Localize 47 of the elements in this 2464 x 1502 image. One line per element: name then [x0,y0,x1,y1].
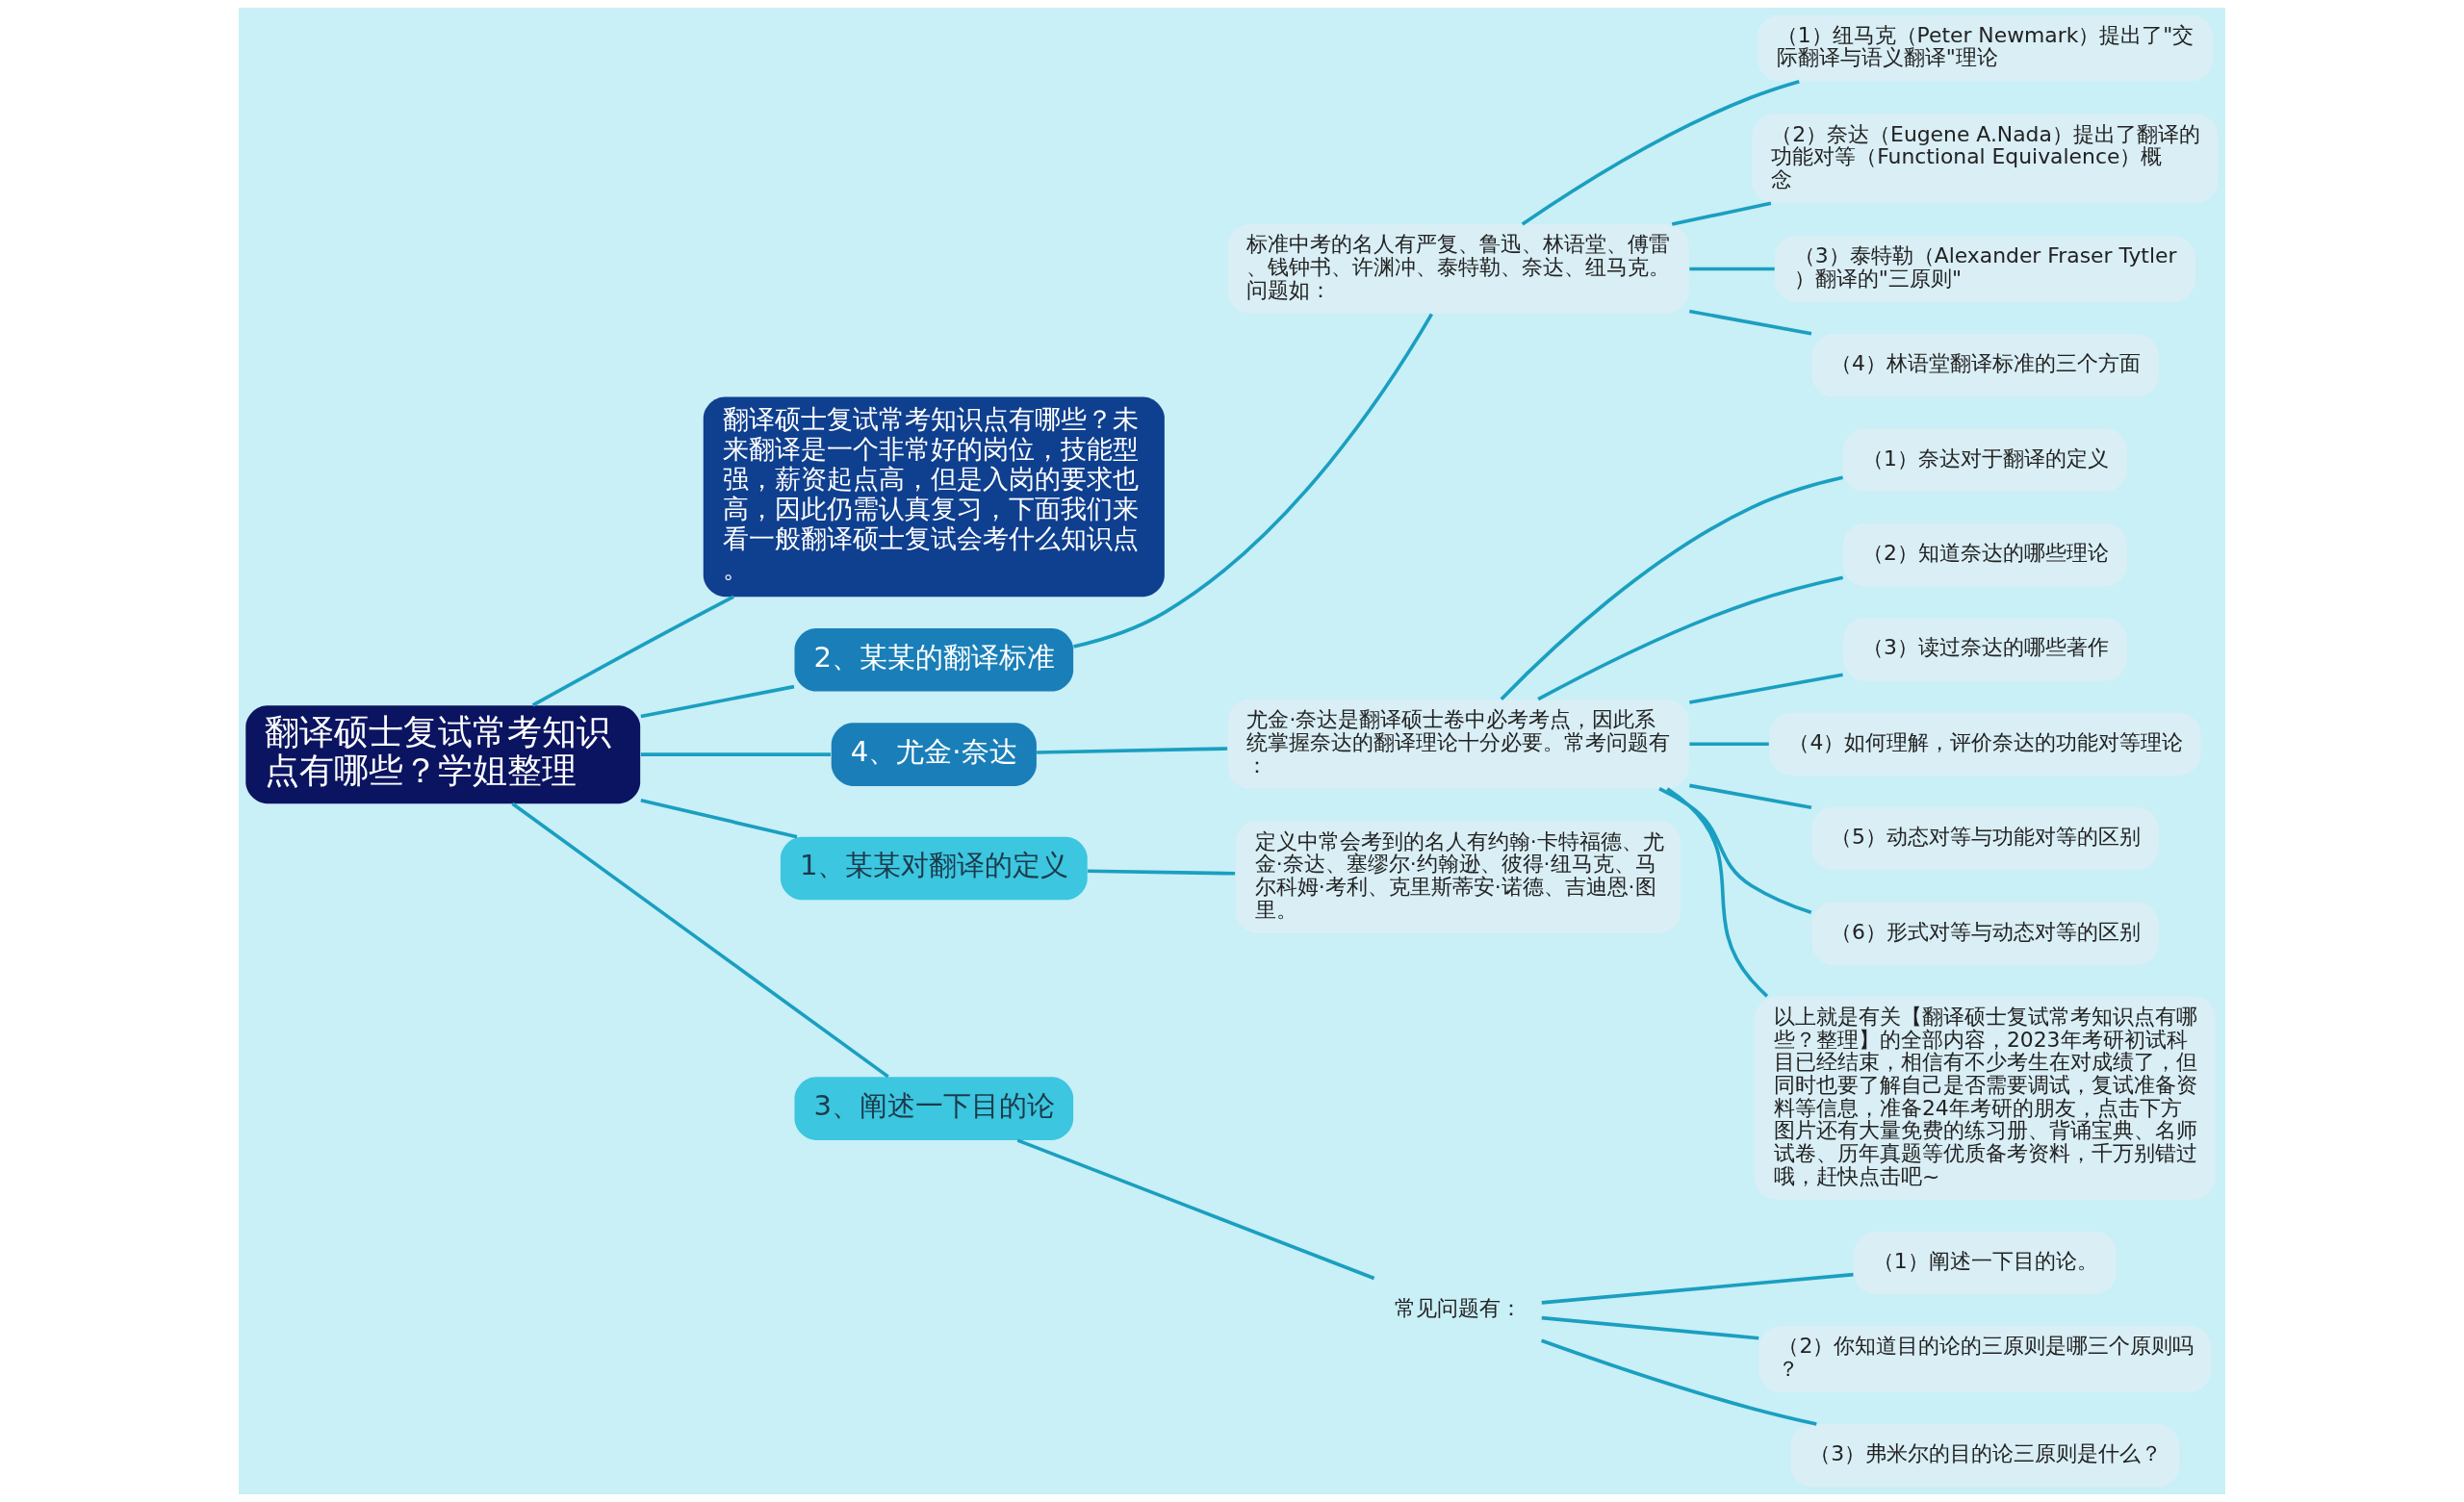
connector [1088,869,1236,876]
node-box: （6）形式对等与动态对等的区别 [1811,902,2159,965]
node-box: （3）弗米尔的目的论三原则是什么？ [1790,1424,2180,1488]
node-box: （1）奈达对于翻译的定义 [1842,428,2127,492]
connector [1689,742,1769,747]
node-box: 尤金·奈达是翻译硕士卷中必考考点，因此系统掌握奈达的翻译理论十分必要。常考问题有： [1227,699,1689,789]
connector [1541,1315,1759,1340]
connector [511,802,889,1079]
connector [1658,787,1812,914]
connector [640,799,798,839]
connector [1541,1272,1854,1305]
node-box: 3、阐述一下目的论 [794,1077,1074,1140]
connector [1500,475,1843,701]
node-box: 翻译硕士复试常考知识点有哪些？未来翻译是一个非常好的岗位，技能型强，薪资起点高，但是入岗的要求也高，因此仍需认真复习，下面我们来看一般翻译硕士复试会考什么知识点。 [703,396,1165,598]
connector [1689,783,1812,810]
node-box: （2）你知道目的论的三原则是哪三个原则吗？ [1758,1326,2212,1393]
node-box: （4）如何理解，评价奈达的功能对等理论 [1769,712,2201,776]
node-box: 标准中考的名人有严复、鲁迅、林语堂、傅雷、钱钟书、许渊冲、泰特勒、奈达、纽马克。问题如： [1227,224,1689,314]
connector [1541,1338,1817,1426]
connector [1016,1138,1375,1281]
node-box: 2、某某的翻译标准 [794,628,1074,692]
node-box: （1）纽马克（Peter Newmark）提出了"交际翻译与语义翻译"理论 [1757,14,2214,82]
connector [1521,79,1800,226]
node-box: 以上就是有关【翻译硕士复试常考知识点有哪些？整理】的全部内容，2023年考研初试科目已经结束，相信有不少考生在对成绩了，但同时也要了解自己是否需要调试，复试准备资料等信息，准备24年考研的朋友，点击下方图片还有大量免费的练习册、背诵宝典、名师试卷、历年真题等优质备考资料，千万别错过哦，赶快点击吧~ [1754,996,2216,1200]
node-box: （2）奈达（Eugene A.Nada）提出了翻译的功能对等（Functional Equivalence）概念 [1752,114,2219,204]
node-box: （3）泰特勒（Alexander Fraser Tytler）翻译的"三原则" [1774,235,2196,303]
node-box: （5）动态对等与功能对等的区别 [1811,806,2159,871]
connector [640,752,832,756]
connector [1689,267,1775,271]
node-box: （1）阐述一下目的论。 [1853,1231,2118,1295]
connector [640,684,795,719]
connector [1537,575,1844,701]
node-box: 翻译硕士复试常考知识点有哪些？学姐整理 [245,705,641,804]
node-box: 定义中常会考到的名人有约翰·卡特福德、尤金·奈达、塞缪尔·约翰逊、彼得·纽马克、马尔科姆·考利、克里斯蒂安·诺德、吉迪恩·图里。 [1235,821,1681,933]
node-box: 1、某某对翻译的定义 [780,836,1088,901]
connector [1671,201,1772,226]
connector [531,595,734,707]
node-box: （4）林语堂翻译标准的三个方面 [1811,333,2159,397]
node-box: （2）知道奈达的哪些理论 [1842,522,2127,587]
connector [1689,309,1812,336]
connector [1073,313,1434,649]
node-text: 常见问题有： [1394,1296,1522,1321]
connector [1037,747,1228,754]
connector [1666,787,1769,998]
node-box: 4、尤金·奈达 [831,723,1037,786]
node-box: （3）读过奈达的哪些著作 [1842,618,2127,681]
connector [1689,673,1843,704]
